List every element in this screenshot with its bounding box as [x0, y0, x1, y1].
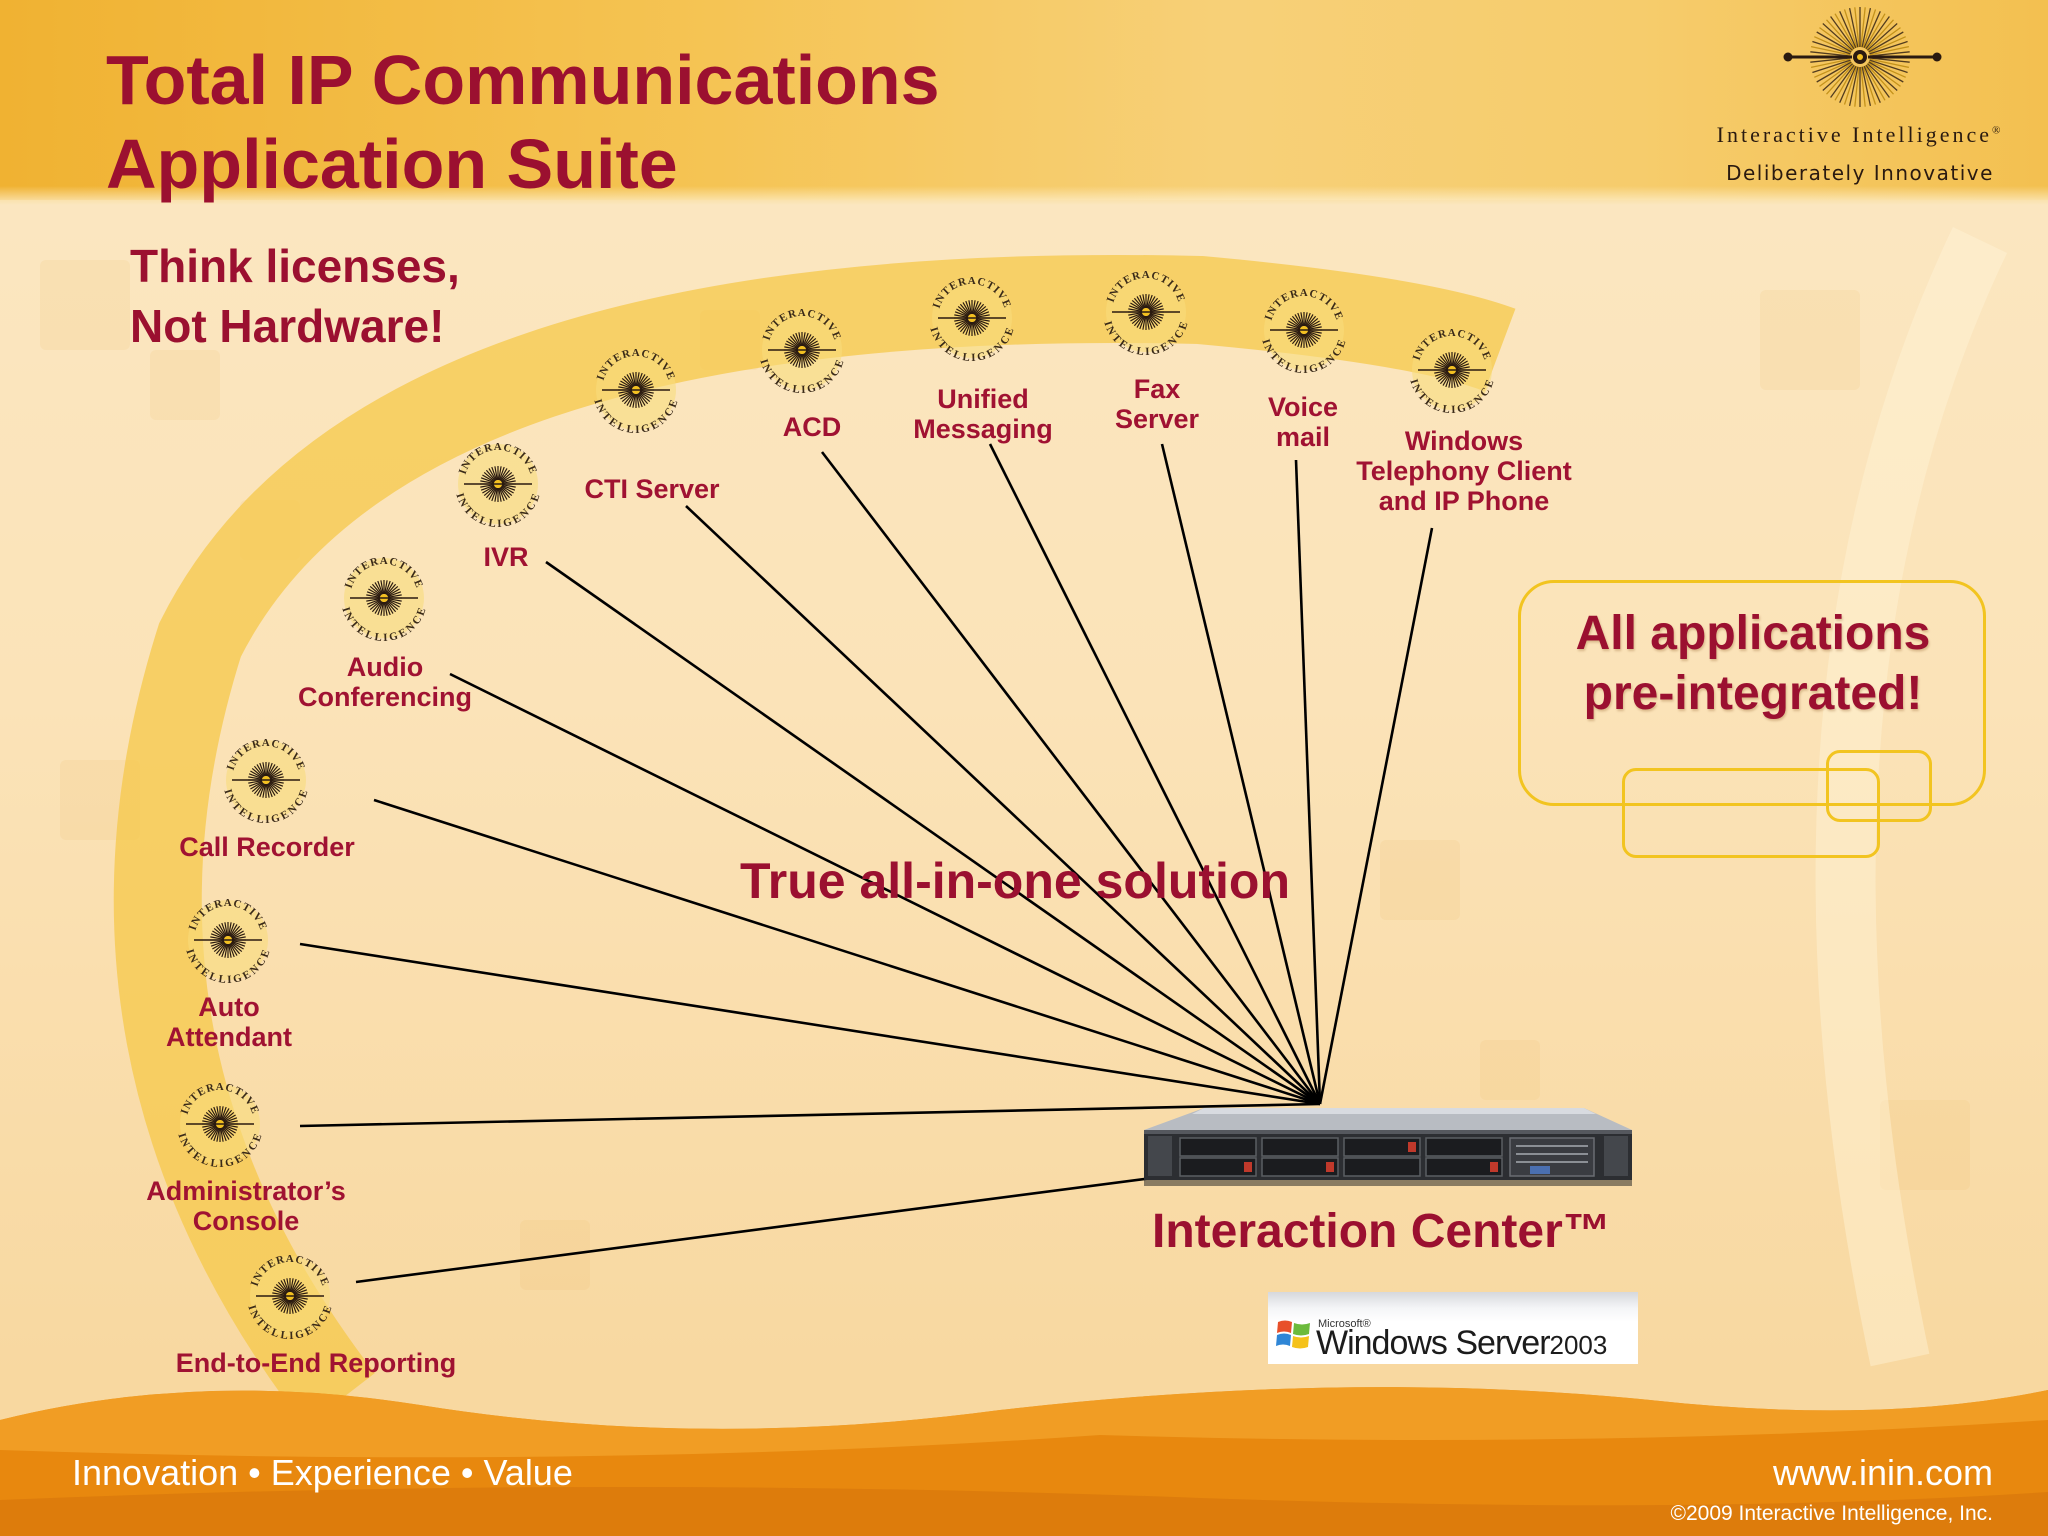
app-label-line: mail — [1275, 422, 1331, 452]
app-label-line: CTI Server — [584, 474, 720, 504]
logo-name-text: Interactive Intelligence — [1716, 122, 1993, 147]
tagline-line-1: Think licenses, — [130, 240, 460, 292]
app-label-line: Server — [1114, 404, 1200, 434]
starburst-logo-icon — [1783, 7, 1942, 107]
app-label-line: Call Recorder — [179, 832, 355, 862]
connector-line-unified-messaging — [988, 443, 1322, 1105]
app-label-cti-server: CTI Server — [580, 474, 724, 504]
app-label-line: Audio — [346, 652, 424, 682]
app-label-line: End-to-End Reporting — [175, 1348, 457, 1378]
windows-server-logo — [1268, 1292, 1638, 1364]
logo-slogan: Deliberately Innovative — [1726, 161, 1994, 185]
connector-line-cti-server — [685, 505, 1321, 1105]
app-label-line: Fax — [1133, 374, 1181, 404]
callout-decor-box — [1622, 768, 1880, 858]
app-label-line: ACD — [782, 412, 842, 442]
header-band — [0, 0, 2048, 200]
app-label-line: IVR — [483, 542, 529, 572]
os-vendor-text: Microsoft — [1318, 1318, 1363, 1330]
slide-title: Total IP Communications Application Suit… — [106, 38, 940, 206]
connector-line-ivr — [545, 560, 1321, 1106]
app-label-line: Windows — [1404, 426, 1524, 456]
footer-copyright: ©2009 Interactive Intelligence, Inc. — [1670, 1502, 1994, 1525]
app-label-line: Conferencing — [297, 682, 472, 712]
app-label-line: and IP Phone — [1378, 486, 1550, 516]
connector-line-audio-conferencing — [449, 672, 1321, 1106]
tagline: Think licenses, Not Hardware! — [130, 236, 460, 356]
app-label-line: Voice — [1267, 392, 1339, 422]
app-label-acd: ACD — [780, 412, 844, 442]
app-label-line: Auto — [198, 992, 260, 1022]
connector-line-acd — [820, 451, 1322, 1105]
callout-box — [1518, 580, 1986, 806]
connector-line-voice-mail — [1294, 459, 1322, 1105]
connector-line-auto-attendant — [299, 942, 1321, 1106]
app-label-line: Messaging — [913, 414, 1053, 444]
center-caption: True all-in-one solution — [740, 853, 1290, 909]
connector-line-administrators-console — [299, 1102, 1321, 1128]
os-vendor: Microsoft® — [1318, 1318, 1371, 1330]
connector-line-call-recorder — [373, 798, 1321, 1106]
callout-line-2: pre-integrated! — [1583, 667, 1923, 720]
connector-line-windows-telephony-client — [1318, 527, 1434, 1105]
os-product-name: Windows Server — [1316, 1324, 1551, 1362]
connector-lines — [299, 443, 1434, 1284]
title-line-1: Total IP Communications — [106, 41, 940, 119]
windows-flag-icon — [1276, 1320, 1310, 1349]
rack-server-icon — [1144, 1108, 1632, 1186]
app-label-line: Attendant — [166, 1022, 292, 1052]
registered-mark: ® — [1992, 124, 2004, 137]
os-version: 2003 — [1549, 1330, 1608, 1360]
app-label-line: Unified — [937, 384, 1029, 414]
app-label-line: Telephony Client — [1356, 456, 1572, 486]
footer-band — [0, 1380, 2048, 1536]
title-line-2: Application Suite — [106, 125, 678, 203]
footer-url[interactable]: www.inin.com — [1772, 1452, 1993, 1493]
footer-slogan: Innovation • Experience • Value — [72, 1452, 573, 1493]
callout-decor-box-small — [1826, 750, 1932, 822]
tagline-line-2: Not Hardware! — [130, 300, 445, 352]
app-label-call-recorder: Call Recorder — [174, 832, 360, 862]
connector-line-fax-server — [1160, 443, 1322, 1105]
callout-text: All applications pre-integrated! — [1518, 604, 1988, 724]
os-vendor-mark: ® — [1362, 1318, 1371, 1330]
os-product: Windows Server2003 — [1316, 1324, 1607, 1363]
callout-line-1: All applications — [1575, 607, 1931, 660]
company-logo — [1680, 0, 2048, 200]
app-label-line: Console — [192, 1206, 300, 1236]
app-label-line: Administrator’s — [146, 1176, 346, 1206]
logo-name: Interactive Intelligence® — [1690, 122, 2030, 148]
app-label-end-to-end-reporting: End-to-End Reporting — [168, 1348, 464, 1378]
hub-name: Interaction Center™ — [1152, 1205, 1611, 1258]
app-label-ivr: IVR — [478, 542, 534, 572]
